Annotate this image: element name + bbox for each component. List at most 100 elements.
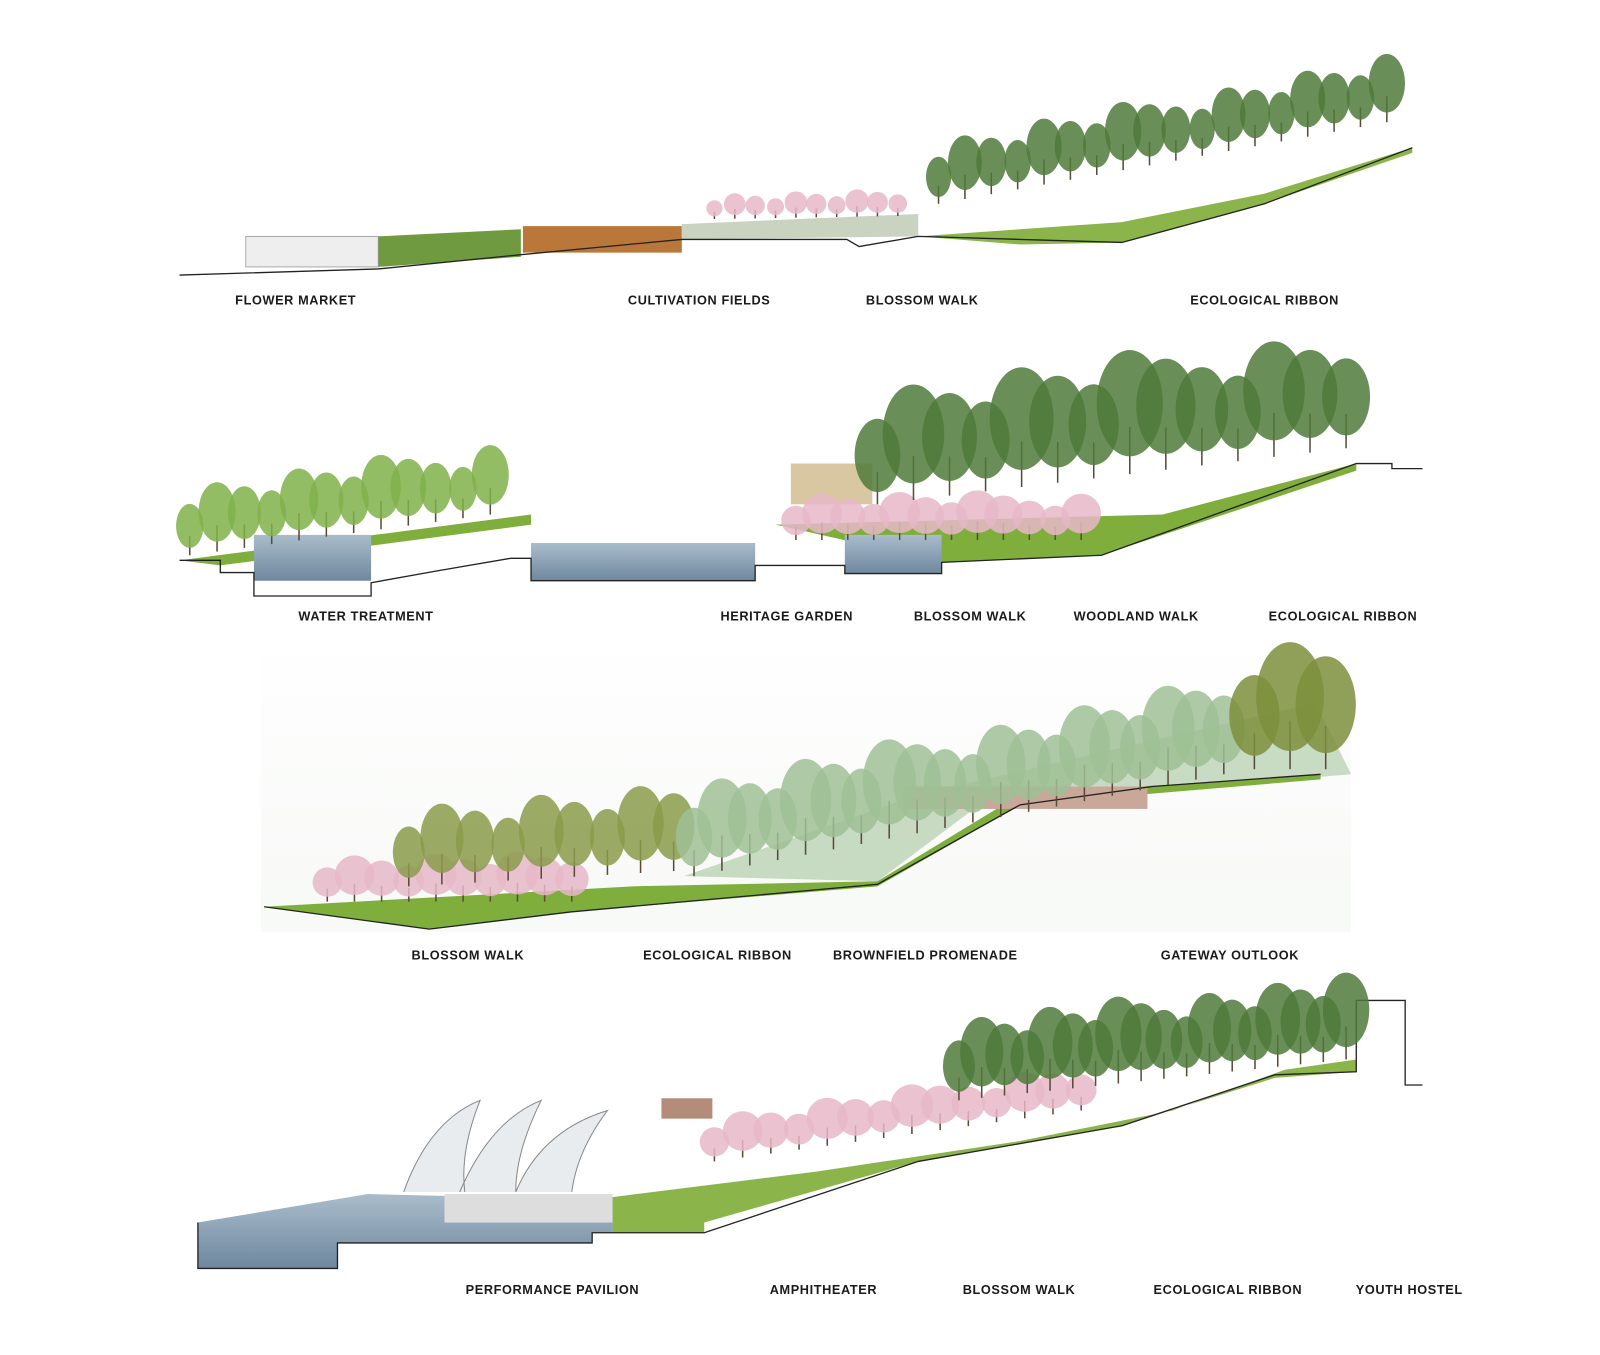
tree — [1282, 349, 1338, 438]
zone-label: GATEWAY OUTLOOK — [1161, 948, 1299, 963]
blossom-tree — [784, 191, 808, 214]
blossom-tree — [830, 498, 866, 535]
tree — [390, 458, 427, 517]
terrain-grass — [264, 774, 1321, 930]
zone-label: ECOLOGICAL RIBBON — [1154, 1282, 1303, 1297]
blossom-tree — [1004, 1072, 1045, 1112]
blossom-tree — [1061, 493, 1101, 534]
tree — [1026, 118, 1062, 176]
field-crops — [378, 229, 521, 267]
tree — [727, 783, 772, 854]
heritage-garden-pool — [531, 543, 756, 581]
tree-group — [706, 54, 1406, 220]
blossom-tree — [745, 195, 765, 216]
tree — [1054, 120, 1087, 172]
terrain-grass — [918, 147, 1413, 245]
blossom-tree — [722, 1111, 763, 1151]
blossom-tree — [866, 191, 888, 213]
tree — [361, 454, 401, 519]
tree — [589, 808, 626, 866]
amphitheater-grass — [612, 1059, 1357, 1233]
zone-label: BLOSSOM WALK — [963, 1282, 1076, 1297]
zone-label: BLOSSOM WALK — [866, 293, 979, 308]
tree — [1322, 358, 1371, 436]
zone-label: HERITAGE GARDEN — [720, 608, 853, 623]
blossom-tree — [845, 189, 869, 213]
blossom-tree — [364, 860, 400, 896]
blossom-tree — [525, 857, 564, 896]
tree — [1211, 87, 1246, 142]
blossom-tree — [554, 862, 589, 897]
tree — [923, 749, 966, 817]
tree — [1318, 73, 1350, 124]
tree — [471, 445, 509, 505]
blossom-tree — [753, 1112, 789, 1148]
tree — [1104, 101, 1142, 161]
blossom-tree — [699, 1127, 730, 1157]
tree — [419, 462, 452, 514]
tree — [1346, 75, 1375, 120]
section-2-labels: WATER TREATMENT HERITAGE GARDEN BLOSSOM … — [298, 608, 1418, 623]
zone-label: YOUTH HOSTEL — [1356, 1282, 1463, 1297]
blossom-tree — [1012, 500, 1047, 535]
section-3 — [261, 641, 1356, 933]
blossom-tree — [723, 193, 746, 216]
zone-label: BLOSSOM WALK — [412, 948, 525, 963]
tree — [518, 794, 564, 867]
blossom-tree — [767, 198, 785, 216]
tree — [554, 801, 595, 867]
tree-group — [176, 341, 1371, 556]
blossom-tree — [888, 194, 908, 213]
section-4-labels: PERFORMANCE PAVILION AMPHITHEATER BLOSSO… — [466, 1282, 1463, 1297]
tree-group — [312, 642, 1356, 902]
tree — [1239, 89, 1271, 139]
tree — [392, 826, 425, 878]
section-3-labels: BLOSSOM WALK ECOLOGICAL RIBBON BROWNFIEL… — [412, 948, 1299, 963]
section-1-labels: FLOWER MARKET CULTIVATION FIELDS BLOSSOM… — [235, 293, 1339, 308]
zone-label: AMPHITHEATER — [770, 1282, 877, 1297]
tree — [617, 786, 664, 861]
performance-pavilion-roof — [403, 1099, 609, 1193]
blossom-tree — [921, 1085, 960, 1124]
zone-label: WATER TREATMENT — [298, 608, 433, 623]
blossom-tree — [984, 495, 1023, 534]
tree — [947, 135, 982, 190]
tree — [279, 468, 319, 531]
tree — [976, 137, 1007, 187]
blossom-tree — [706, 200, 723, 217]
tree — [257, 490, 287, 537]
tree — [922, 392, 977, 482]
blossom-tree — [827, 196, 846, 215]
tree — [1161, 106, 1191, 153]
tree — [1322, 972, 1370, 1048]
zone-label: ECOLOGICAL RIBBON — [643, 948, 792, 963]
zone-label: CULTIVATION FIELDS — [628, 293, 770, 308]
tree — [420, 803, 464, 873]
tree — [449, 466, 477, 511]
zone-label: ECOLOGICAL RIBBON — [1190, 293, 1339, 308]
tree — [926, 156, 952, 198]
ground-line — [179, 147, 1413, 276]
tree — [491, 817, 525, 872]
tree — [309, 472, 344, 528]
tree — [1175, 367, 1229, 452]
tree-group — [699, 972, 1370, 1162]
ground-line — [264, 773, 1321, 930]
blossom-tree — [951, 1086, 986, 1121]
zone-label: ECOLOGICAL RIBBON — [1269, 608, 1418, 623]
zone-label: WOODLAND WALK — [1074, 608, 1199, 623]
blossom-tree — [1065, 1074, 1097, 1106]
blossom-tree — [334, 855, 375, 896]
field-rows — [681, 213, 919, 240]
tree — [1290, 70, 1326, 128]
tree — [1295, 656, 1356, 754]
tree — [1006, 729, 1051, 801]
pavilion-deck — [444, 1194, 613, 1223]
blossom-tree — [806, 1097, 848, 1139]
tree — [1133, 104, 1166, 157]
zone-label: PERFORMANCE PAVILION — [466, 1282, 640, 1297]
tree — [1189, 108, 1215, 150]
zone-label: FLOWER MARKET — [235, 293, 356, 308]
blossom-tree — [783, 1113, 815, 1145]
